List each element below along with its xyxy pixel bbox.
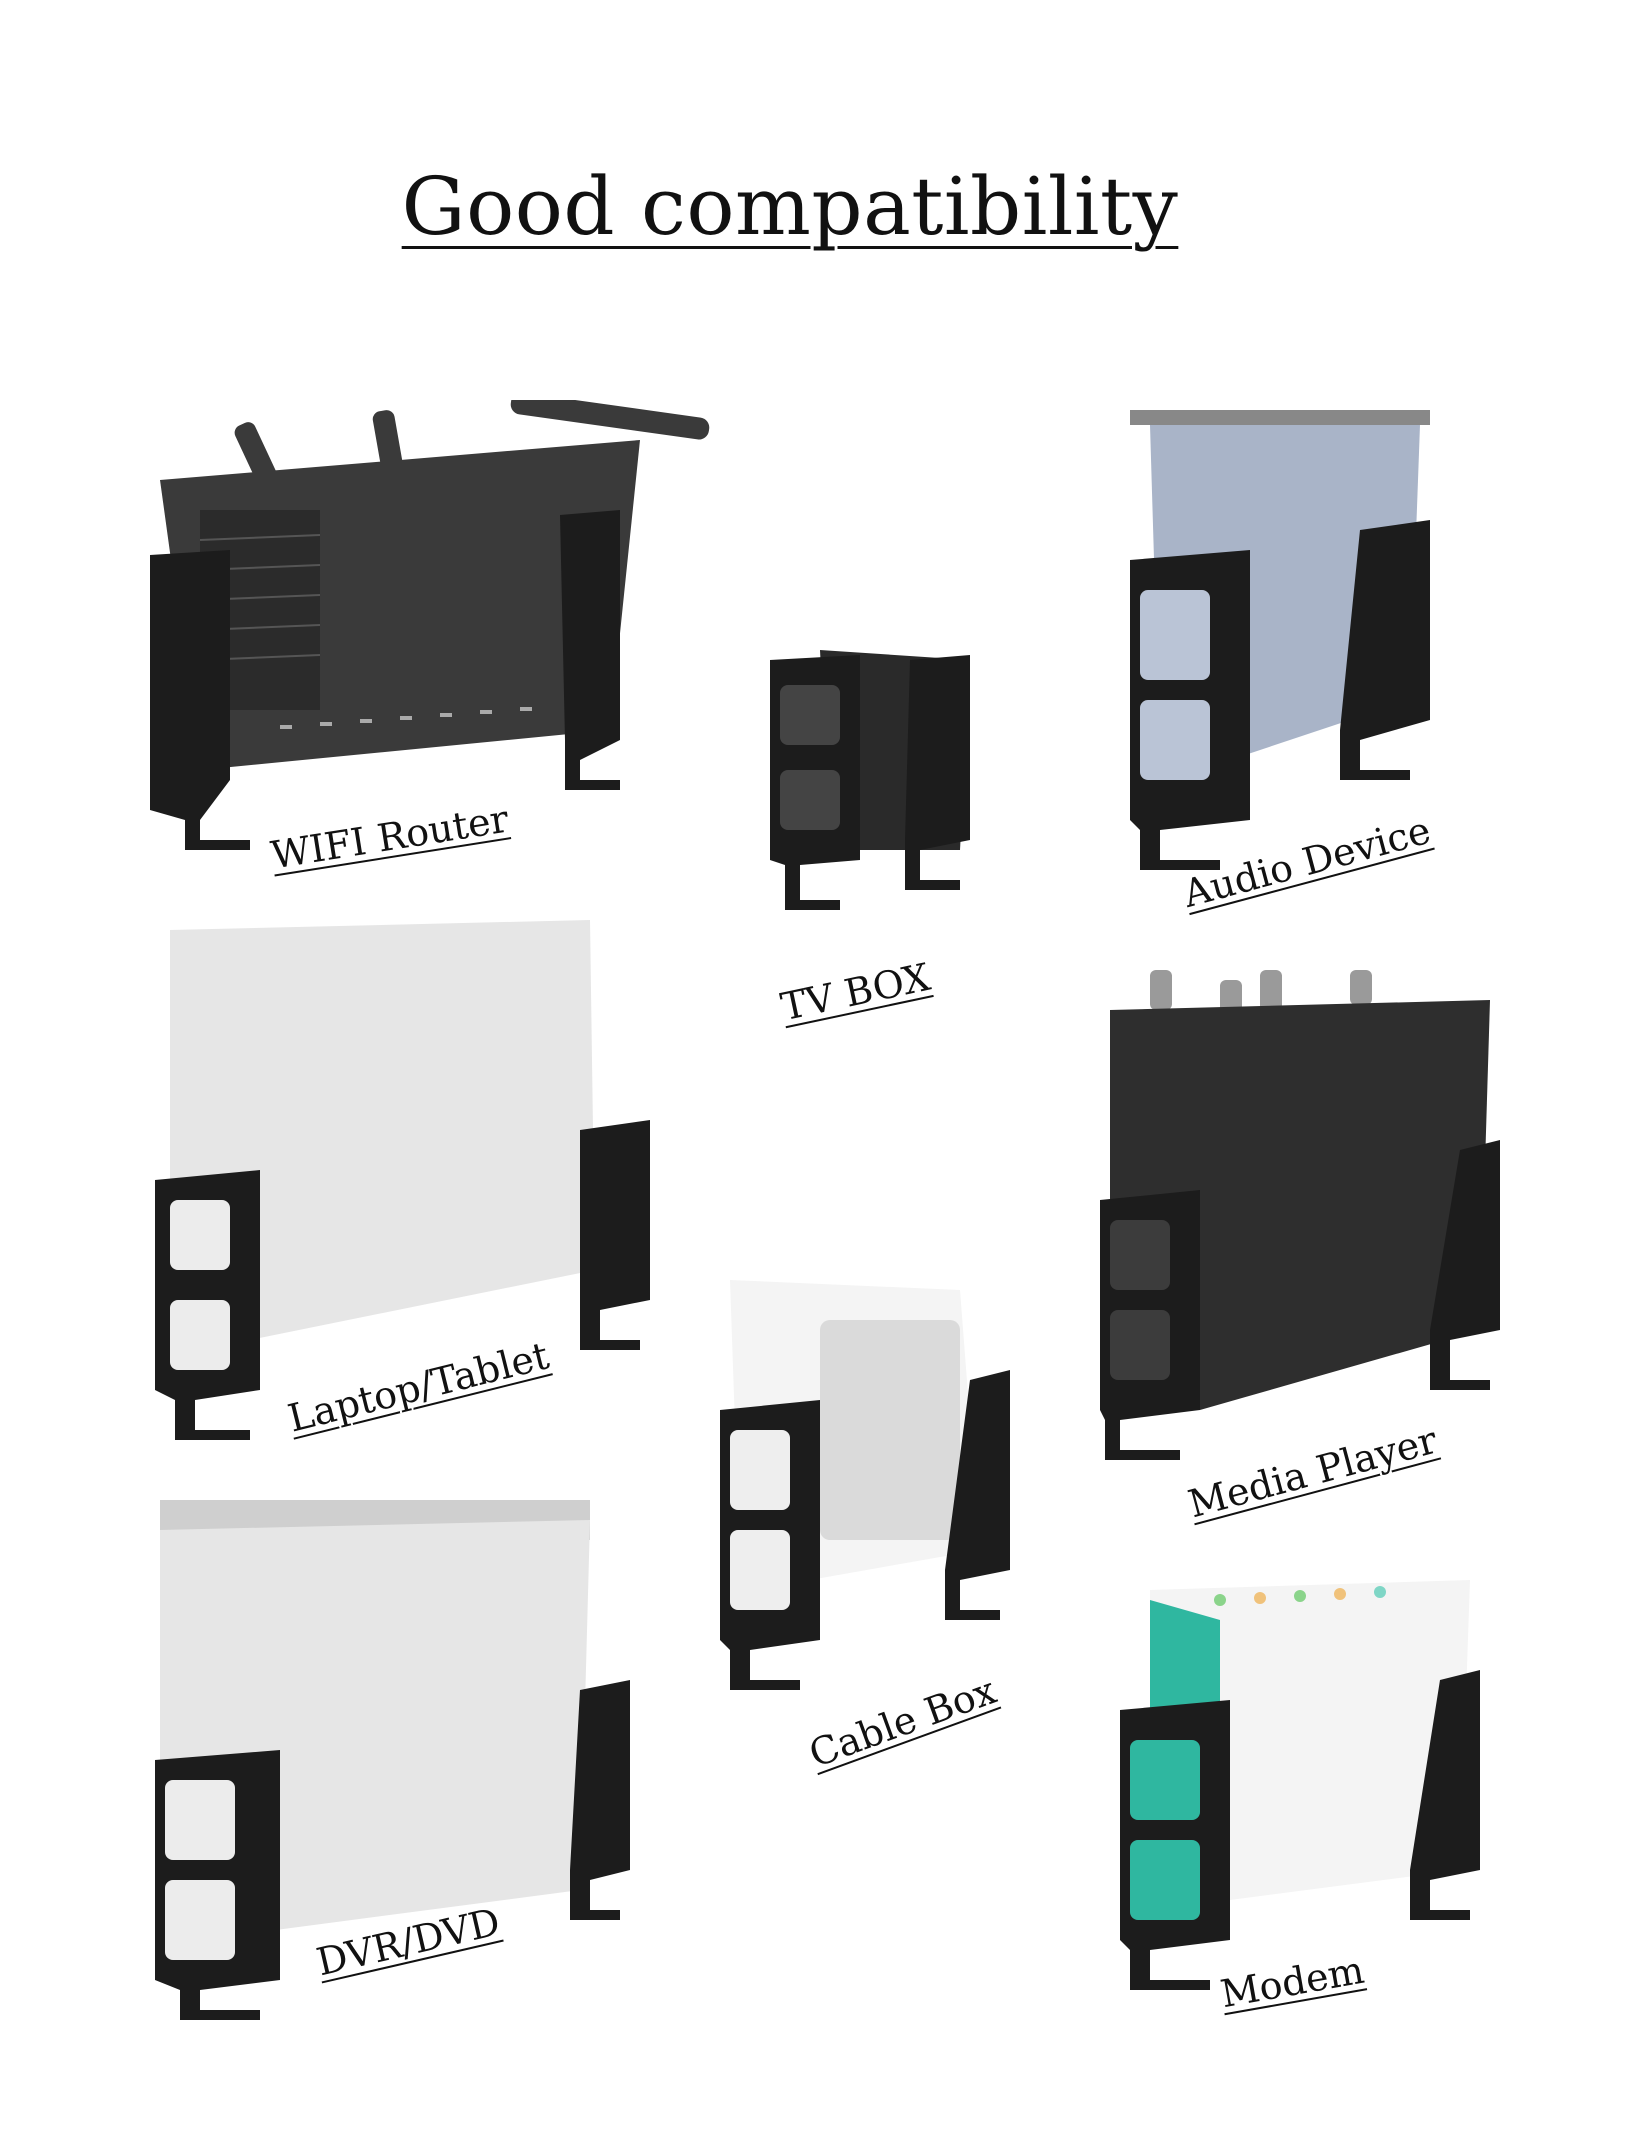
audio-device-image (1130, 410, 1430, 870)
router-leds (280, 707, 532, 729)
bracket-right (1410, 1670, 1480, 1920)
bracket-right (1340, 520, 1430, 780)
product-wifi-router: WIFI Router (140, 400, 730, 880)
laptop-tablet-image (155, 920, 650, 1440)
product-audio-device: Audio Device (1110, 400, 1450, 916)
bracket-right (1430, 1140, 1500, 1390)
bracket-right (560, 510, 620, 790)
product-tv-box: TV BOX (760, 640, 990, 1029)
product-label: TV BOX (777, 954, 934, 1030)
bracket-right (570, 1680, 630, 1920)
bracket-right (905, 655, 970, 890)
product-cable-box: Cable Box (710, 1270, 1030, 1776)
cable-box-image (720, 1280, 1010, 1690)
modem-image (1120, 1580, 1480, 1990)
cable-box-vents (820, 1320, 960, 1540)
product-media-player: Media Player (1090, 970, 1510, 1526)
media-player-image (1100, 970, 1500, 1460)
page-title: Good compatibility (401, 160, 1179, 253)
media-player-body (1110, 1000, 1490, 1410)
tv-box-image (770, 650, 970, 910)
bracket-right (945, 1370, 1010, 1620)
bracket-right (580, 1120, 650, 1350)
modem-leds (1214, 1586, 1386, 1606)
product-laptop-tablet: Laptop/Tablet (140, 910, 680, 1450)
product-modem: Modem (1110, 1570, 1490, 2016)
player-connectors (1150, 970, 1372, 1015)
bracket-left (150, 550, 250, 850)
laptop-tablet-body (170, 920, 595, 1350)
dvr-dvd-image (155, 1500, 630, 2020)
product-dvr-dvd: DVR/DVD (140, 1500, 640, 2020)
wifi-router-image (150, 400, 710, 850)
